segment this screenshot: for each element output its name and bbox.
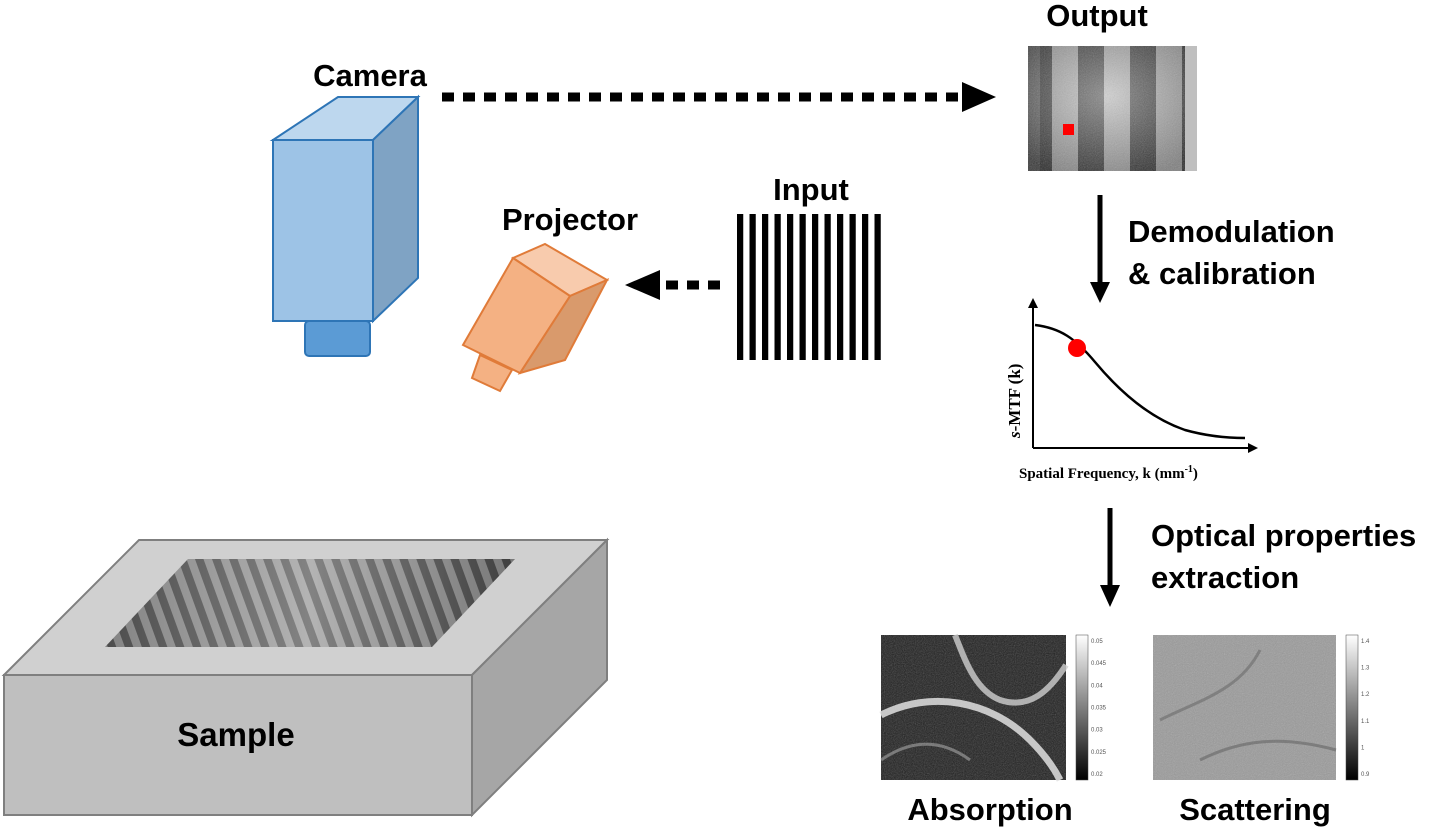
scattering-colorbar-tick-label: 1.1 (1361, 719, 1370, 725)
absorption-colorbar-tick-label: 0.04 (1091, 683, 1103, 689)
input-stripe (737, 214, 744, 360)
demodulation-label-line1: Demodulation (1128, 214, 1335, 249)
absorption-colorbar: 0.05 0.045 0.04 0.035 0.03 0.025 0.02 (1075, 634, 1107, 781)
sample-label: Sample (177, 716, 294, 753)
sample-front-face (3, 674, 473, 816)
scattering-colorbar: 1.4 1.3 1.2 1.1 1 0.9 (1345, 634, 1370, 781)
input-stripe (837, 214, 844, 360)
input-stripe (849, 214, 856, 360)
input-stripe (799, 214, 806, 360)
absorption-colorbar-tick-label: 0.03 (1091, 728, 1103, 734)
absorption-colorbar-tick-label: 0.02 (1091, 772, 1103, 778)
scattering-label: Scattering (1179, 792, 1331, 827)
extraction-label-line2: extraction (1151, 560, 1299, 595)
smtf-curve (1034, 323, 1246, 440)
input-stripe-pattern (737, 214, 887, 360)
demodulation-arrow (1090, 195, 1110, 303)
absorption-label: Absorption (907, 792, 1072, 827)
absorption-colorbar-tick-label: 0.05 (1091, 639, 1103, 645)
projector-label: Projector (502, 202, 638, 237)
smtf-selected-point (1068, 339, 1086, 357)
absorption-map (879, 633, 1069, 782)
camera-to-output-arrow (442, 82, 996, 112)
camera-graphic (269, 94, 421, 357)
input-stripe (862, 214, 869, 360)
projector-front-face (461, 256, 572, 375)
input-stripe (749, 214, 756, 360)
output-pixel-marker (1063, 124, 1074, 135)
plot-x-label: Spatial Frequency, k (mm-1) (1019, 464, 1198, 482)
projector-lens (470, 353, 514, 393)
demodulation-label-line2: & calibration (1128, 256, 1316, 291)
input-to-projector-arrow (625, 270, 720, 300)
extraction-arrow (1100, 508, 1120, 607)
scattering-colorbar-tick-label: 0.9 (1361, 772, 1370, 778)
scattering-colorbar-tick-label: 1.3 (1361, 666, 1370, 672)
output-image (1028, 46, 1197, 171)
scattering-colorbar-tick-label: 1.4 (1361, 639, 1370, 645)
sample-block (1, 537, 610, 818)
input-stripe (812, 214, 819, 360)
input-label: Input (773, 172, 849, 207)
input-stripe (762, 214, 769, 360)
absorption-colorbar-tick-label: 0.045 (1091, 661, 1107, 667)
output-label: Output (1046, 0, 1148, 33)
absorption-colorbar-tick-label: 0.035 (1091, 706, 1107, 712)
extraction-label-line1: Optical properties (1151, 518, 1416, 553)
input-stripe (874, 214, 881, 360)
camera-label: Camera (313, 58, 427, 93)
input-stripe (824, 214, 831, 360)
plot-y-label: s-MTF (k) (1005, 364, 1024, 439)
input-stripe (774, 214, 781, 360)
camera-front-face (272, 139, 374, 322)
absorption-colorbar-tick-label: 0.025 (1091, 750, 1107, 756)
scattering-colorbar-tick-label: 1.2 (1361, 692, 1370, 698)
smtf-plot: s-MTF (k) Spatial Frequency, k (mm-1) (1005, 298, 1258, 482)
scattering-colorbar-tick-label: 1 (1361, 745, 1365, 751)
scattering-map (1153, 635, 1337, 780)
projector-graphic (461, 242, 610, 393)
camera-lens (304, 320, 371, 357)
input-stripe (787, 214, 794, 360)
